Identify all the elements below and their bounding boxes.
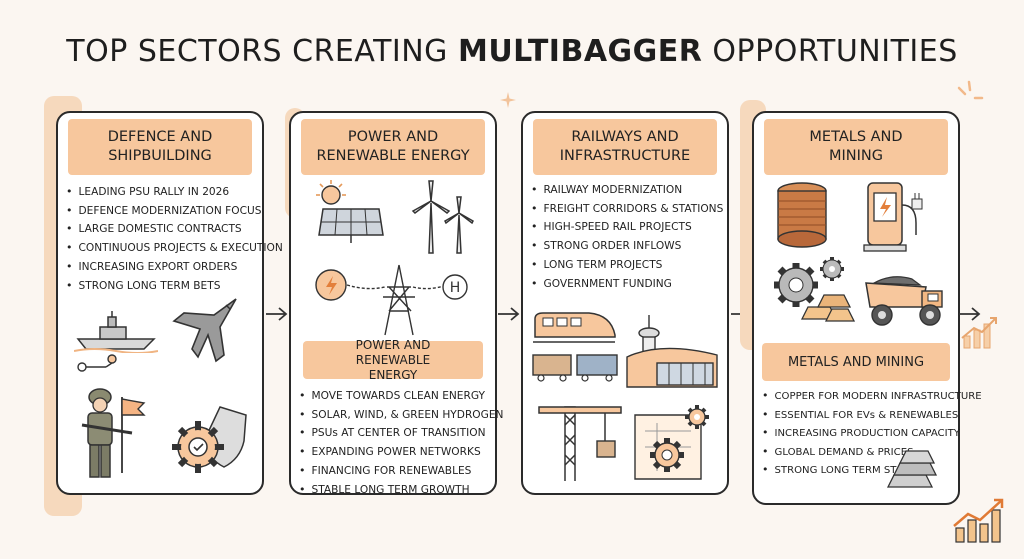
power-tower-icon: H — [315, 264, 468, 336]
flow-arrow-icon — [959, 307, 981, 321]
blueprint-gear-icon — [634, 405, 709, 480]
list-item: STRONG LONG TERM STORY — [762, 461, 982, 480]
metal-ingots-icon — [886, 450, 938, 488]
bullet-list: COPPER FOR MODERN INFRASTRUCTURE ESSENTI… — [762, 387, 982, 480]
bullet-list: MOVE TOWARDS CLEAN ENERGY SOLAR, WIND, &… — [299, 387, 504, 500]
list-item: SOLAR, WIND, & GREEN HYDROGEN — [299, 406, 504, 425]
list-item: GLOBAL DEMAND & PRICES — [762, 443, 982, 462]
list-item: RAILWAY MODERNIZATION — [531, 181, 723, 200]
sector-header: POWER AND RENEWABLE ENERGY — [301, 119, 485, 175]
growth-chart-icon — [953, 498, 1004, 543]
page-title: TOP SECTORS CREATING MULTIBAGGER OPPORTU… — [66, 34, 958, 69]
list-item: COPPER FOR MODERN INFRASTRUCTURE — [762, 387, 982, 406]
list-item: ESSENTIAL FOR EVs & RENEWABLES — [762, 406, 982, 425]
sector-panel-defence: DEFENCE AND SHIPBUILDING LEADING PSU RAL… — [56, 111, 283, 495]
list-item: DEFENCE MODERNIZATION FOCUS — [66, 202, 283, 221]
list-item: INCREASING EXPORT ORDERS — [66, 258, 283, 277]
bullet-list: LEADING PSU RALLY IN 2026 DEFENCE MODERN… — [66, 183, 283, 295]
flow-diagram-icon — [77, 354, 117, 372]
list-item: PSUs AT CENTER OF TRANSITION — [299, 424, 503, 443]
flow-arrow-icon — [498, 307, 520, 321]
list-item: CONTINUOUS PROJECTS & EXECUTION — [66, 239, 283, 258]
growth-chart-icon — [961, 317, 997, 349]
flow-arrow-icon — [266, 307, 288, 321]
ev-charger-icon — [863, 182, 923, 252]
sparkle-icon — [500, 92, 516, 108]
list-item: GOVERNMENT FUNDING — [531, 275, 723, 294]
sector-subheader: POWER AND RENEWABLE ENERGY — [303, 338, 483, 382]
sector-panel-power: POWER AND RENEWABLE ENERGY H POWER AND R… — [289, 111, 503, 496]
hydrogen-label: H — [450, 280, 461, 296]
list-item: HIGH-SPEED RAIL PROJECTS — [531, 218, 723, 237]
station-icon — [626, 315, 718, 388]
list-item: STRONG LONG TERM BETS — [66, 277, 283, 296]
list-item: STABLE LONG TERM GROWTH — [299, 481, 503, 500]
warship-icon — [74, 311, 158, 353]
copper-coil-icon — [777, 182, 827, 248]
sector-header: DEFENCE AND SHIPBUILDING — [68, 119, 252, 175]
bullet-train-icon — [533, 312, 616, 343]
bullet-list: RAILWAY MODERNIZATION FREIGHT CORRIDORS … — [531, 181, 724, 294]
gear-shield-icon — [172, 406, 247, 473]
list-item: INCREASING PRODUCTION CAPACITY — [762, 424, 982, 443]
list-item: MOVE TOWARDS CLEAN ENERGY — [299, 387, 503, 406]
fighter-jet-icon — [172, 298, 237, 363]
sector-panel-railways: RAILWAYS AND INFRASTRUCTURE RAILWAY MODE… — [521, 111, 729, 495]
list-item: LEADING PSU RALLY IN 2026 — [66, 183, 283, 202]
burst-lines-icon — [957, 80, 984, 100]
mining-truck-icon — [865, 276, 943, 326]
sector-panel-metals: METALS AND MINING METALS AND MINING COPP… — [752, 111, 982, 505]
list-item: FINANCING FOR RENEWABLES — [299, 462, 503, 481]
list-item: LONG TERM PROJECTS — [531, 256, 723, 275]
gears-icon — [774, 257, 844, 307]
freight-train-icon — [532, 354, 618, 382]
list-item: FREIGHT CORRIDORS & STATIONS — [531, 200, 724, 219]
list-item: EXPANDING POWER NETWORKS — [299, 443, 503, 462]
sector-header: RAILWAYS AND INFRASTRUCTURE — [533, 119, 717, 175]
list-item: STRONG ORDER INFLOWS — [531, 237, 723, 256]
wind-turbine-icon — [411, 180, 474, 254]
sector-header: METALS AND MINING — [764, 119, 948, 175]
solar-panel-icon — [316, 180, 384, 243]
sector-subheader: METALS AND MINING — [762, 343, 950, 381]
flag-icon — [121, 397, 146, 473]
list-item: LARGE DOMESTIC CONTRACTS — [66, 220, 283, 239]
soldier-icon — [81, 388, 133, 478]
crane-icon — [538, 406, 622, 481]
gold-bars-icon — [800, 294, 856, 322]
